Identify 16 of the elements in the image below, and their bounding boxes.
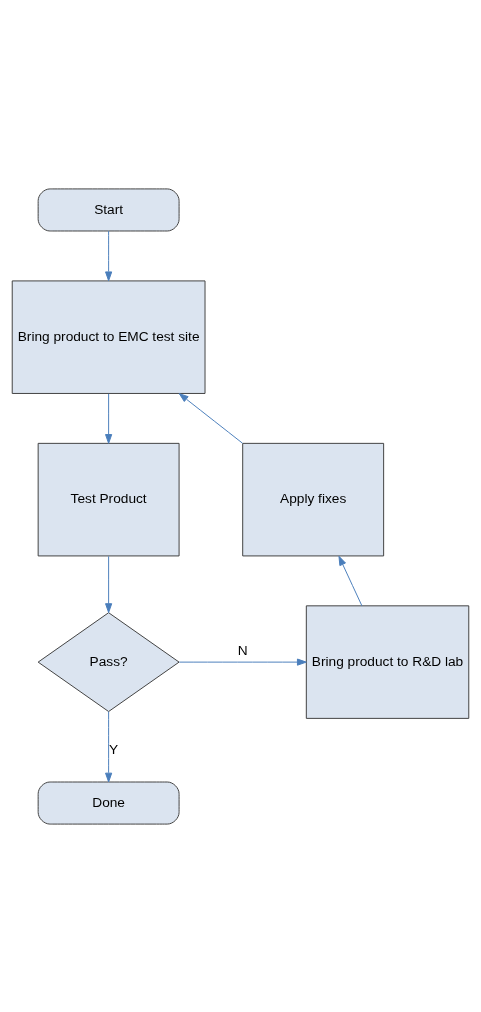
node-diamond: Pass? (37, 611, 180, 712)
node-box: Apply fixes (242, 442, 385, 556)
node-box: Start (37, 187, 180, 231)
arrow (105, 230, 113, 281)
node-box: Done (37, 781, 180, 825)
arrow (338, 555, 363, 606)
node-box: Test Product (37, 442, 180, 556)
arrow (105, 392, 113, 444)
arrow (178, 392, 243, 444)
arrow (105, 555, 113, 613)
node-box: Bring product to R&D lab (305, 604, 470, 719)
arrow (178, 658, 307, 666)
node-box: Bring product to EMC test site (11, 279, 206, 394)
edge-label: Y (108, 741, 119, 757)
edge-label: N (237, 642, 248, 658)
arrow (105, 710, 113, 782)
